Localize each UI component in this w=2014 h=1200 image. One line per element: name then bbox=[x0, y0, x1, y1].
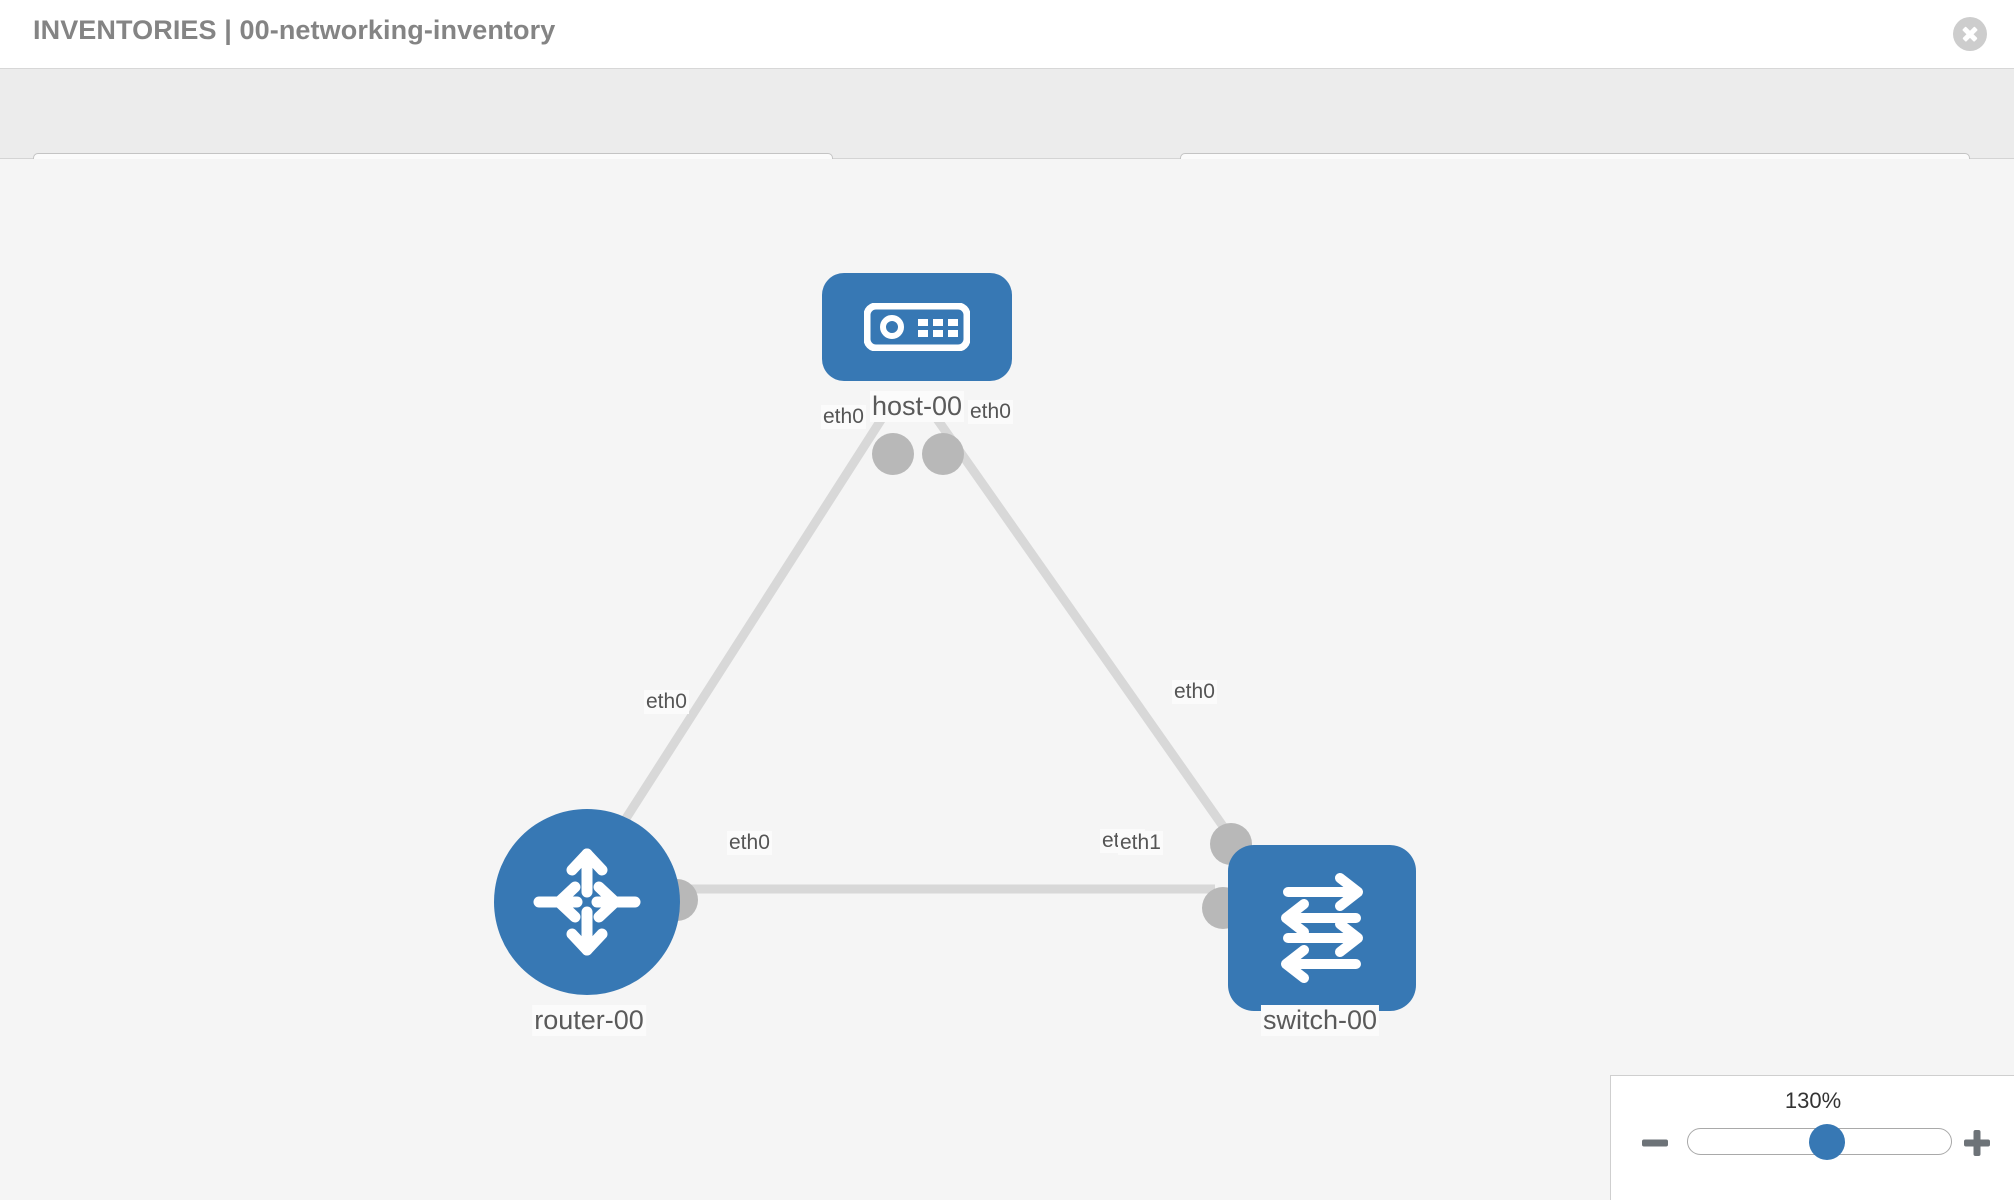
close-icon[interactable] bbox=[1953, 17, 1987, 51]
page-title: INVENTORIES | 00-networking-inventory bbox=[33, 15, 556, 45]
topology-canvas[interactable]: host-00 route bbox=[0, 159, 2014, 1200]
switch-icon bbox=[1281, 873, 1363, 983]
link-label-router-up: eth0 bbox=[644, 690, 689, 714]
link-label-switch-up: eth0 bbox=[1172, 680, 1217, 704]
zoom-control: 130% bbox=[1610, 1075, 2014, 1200]
server-icon bbox=[864, 303, 970, 351]
zoom-level-value: 130% bbox=[1784, 1088, 1842, 1113]
link-label-host-right: eth0 bbox=[968, 400, 1013, 424]
link-label-host-left: eth0 bbox=[821, 405, 866, 429]
toolbar: ACTIONS bbox=[0, 69, 2014, 204]
port-host-00-left[interactable] bbox=[872, 433, 914, 475]
topology-links bbox=[596, 406, 1236, 894]
node-switch-00[interactable]: switch-00 bbox=[1202, 809, 1416, 1039]
node-switch-00-label: switch-00 bbox=[1260, 1005, 1380, 1036]
node-host-00[interactable]: host-00 bbox=[822, 273, 1012, 475]
zoom-slider[interactable] bbox=[1687, 1124, 1952, 1160]
node-router-00[interactable]: router-00 bbox=[494, 809, 698, 1039]
node-host-00-shape[interactable] bbox=[822, 273, 1012, 381]
port-host-00-right[interactable] bbox=[922, 433, 964, 475]
node-router-00-label: router-00 bbox=[532, 1005, 646, 1036]
node-router-00-shape[interactable] bbox=[494, 809, 680, 995]
zoom-slider-handle[interactable] bbox=[1809, 1124, 1846, 1160]
link-label-router-right: eth0 bbox=[727, 831, 772, 855]
router-icon bbox=[533, 848, 641, 956]
node-switch-00-shape[interactable] bbox=[1228, 845, 1416, 1011]
link-label-switch-left-b: eth1 bbox=[1118, 831, 1163, 855]
node-host-00-label: host-00 bbox=[869, 391, 965, 422]
minus-icon[interactable] bbox=[1638, 1126, 1672, 1160]
plus-icon[interactable] bbox=[1960, 1126, 1994, 1160]
page-header: INVENTORIES | 00-networking-inventory bbox=[0, 0, 2014, 69]
